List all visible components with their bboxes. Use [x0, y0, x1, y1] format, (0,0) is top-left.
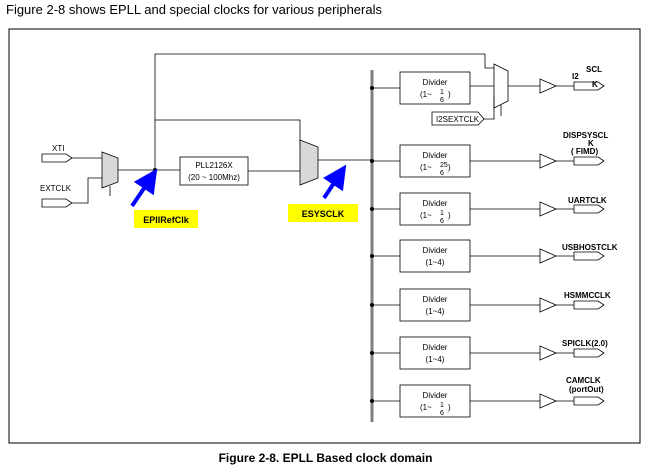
epllref-callout-box	[134, 210, 198, 228]
divider-ratio-start: (1~	[420, 163, 432, 172]
divider-row: Divider (1~4) HSMMCCLK	[370, 288, 611, 322]
bus-tap-dot	[370, 207, 374, 211]
divider-box	[399, 71, 471, 105]
disp-k-label: K	[588, 139, 594, 148]
divider-ratio: (1~4)	[426, 355, 445, 364]
bus-tap-dot	[370, 399, 374, 403]
divider-box	[399, 336, 471, 370]
i2s-mux	[493, 63, 509, 109]
xti-label: XTI	[52, 144, 64, 153]
divider-ratio-num: 25	[440, 162, 448, 169]
output-pin	[573, 204, 605, 214]
extclk-label: EXTCLK	[40, 184, 72, 193]
epllref-callout-text: EPllRefClk	[143, 215, 190, 225]
divider-ratio-end: )	[448, 90, 451, 99]
output-buffer	[539, 201, 557, 217]
divider-ratio-num: 1	[440, 402, 444, 409]
divider-ratio-num: 1	[440, 89, 444, 96]
output-clock-label: UARTCLK	[568, 196, 607, 205]
output-clock-label: SPICLK(2.0)	[562, 339, 608, 348]
divider-box	[399, 192, 471, 226]
output-pin	[573, 300, 605, 310]
extclk-input: EXTCLK	[40, 184, 73, 208]
divider-row: Divider (1~ 16)	[370, 71, 471, 105]
divider-title: Divider	[423, 151, 448, 160]
figure-caption: Figure 2-8. EPLL Based clock domain	[218, 451, 433, 465]
divider-rows: Divider(1~16)Divider(1~256)DISPSYSCLDivi…	[370, 71, 618, 418]
output-pin	[573, 251, 605, 261]
divider-title: Divider	[423, 199, 448, 208]
output-buffer	[539, 393, 557, 409]
output-pin	[573, 156, 605, 166]
divider-ratio-den: 6	[440, 218, 444, 225]
divider-row: Divider (1~ 256) DISPSYSCL	[370, 131, 608, 178]
epll-mux	[299, 139, 319, 186]
divider-ratio-start: (1~	[420, 90, 432, 99]
divider-ratio-start: (1~	[420, 403, 432, 412]
divider-ratio-num: 1	[440, 210, 444, 217]
fimd-label: ( FIMD)	[571, 147, 598, 156]
bus-tap-dot	[370, 351, 374, 355]
i2s-out-label-b: SCL	[586, 65, 602, 74]
divider-ratio-end: )	[448, 163, 451, 172]
figure-heading: Figure 2-8 shows EPLL and special clocks…	[6, 2, 382, 17]
pll-box	[179, 156, 249, 186]
mux2-bypass-wire	[155, 119, 301, 146]
xti-input: XTI	[41, 144, 73, 163]
i2sext-input	[431, 111, 485, 126]
epllref-arrow	[130, 168, 158, 208]
output-clock-label: CAMCLK	[566, 376, 601, 385]
i2sext-wire	[484, 96, 495, 120]
divider-row: Divider (1~4) SPICLK(2.0)	[370, 336, 608, 370]
pll-range: (20 ~ 100Mhz)	[188, 173, 240, 182]
divider-ratio: (1~4)	[426, 258, 445, 267]
output-pin	[573, 396, 605, 406]
input-mux	[101, 151, 119, 189]
divider-title: Divider	[423, 343, 448, 352]
output-buffer	[539, 153, 557, 169]
divider-ratio-den: 6	[440, 410, 444, 417]
output-buffer	[539, 248, 557, 264]
bus-tap-dot	[370, 303, 374, 307]
diagram-frame	[8, 28, 641, 444]
bus-tap-dot	[370, 159, 374, 163]
bus-tap-dot	[370, 86, 374, 90]
output-buffer	[539, 297, 557, 313]
divider-box	[399, 239, 471, 273]
esys-arrow	[322, 164, 347, 200]
divider-box	[399, 144, 471, 178]
divider-ratio-end: )	[448, 403, 451, 412]
esys-callout-text: ESYSCLK	[302, 209, 345, 219]
camclk-port-label: (portOut)	[569, 385, 604, 394]
i2s-out-label-a: I2	[572, 72, 579, 81]
output-clock-label: HSMMCCLK	[564, 291, 611, 300]
divider-title: Divider	[423, 295, 448, 304]
bus-tap-dot	[370, 254, 374, 258]
divider-row: Divider (1~ 16) CAMCLK	[370, 376, 605, 418]
i2s-out-pin	[573, 81, 605, 91]
divider-ratio: (1~4)	[426, 307, 445, 316]
divider-box	[399, 288, 471, 322]
divider-box	[399, 384, 471, 418]
extclk-wire	[72, 177, 102, 204]
i2sext-label: I2SEXTCLK	[436, 115, 480, 124]
esys-callout-box	[288, 204, 358, 222]
divider-title: Divider	[423, 391, 448, 400]
divider-title: Divider	[423, 246, 448, 255]
divider-title: Divider	[423, 78, 448, 87]
i2s-out-label-c: K	[592, 80, 598, 89]
divider-ratio-start: (1~	[420, 211, 432, 220]
output-buffer	[539, 345, 557, 361]
pll-name: PLL2126X	[195, 161, 233, 170]
output-clock-label: DISPSYSCL	[563, 131, 608, 140]
i2s-buffer	[539, 78, 557, 94]
output-pin	[573, 348, 605, 358]
output-clock-label: USBHOSTCLK	[562, 243, 618, 252]
divider-row: Divider (1~4) USBHOSTCLK	[370, 239, 618, 273]
divider-ratio-den: 6	[440, 97, 444, 104]
divider-ratio-end: )	[448, 211, 451, 220]
divider-row: Divider (1~ 16) UARTCLK	[370, 192, 607, 226]
divider-ratio-den: 6	[440, 170, 444, 177]
